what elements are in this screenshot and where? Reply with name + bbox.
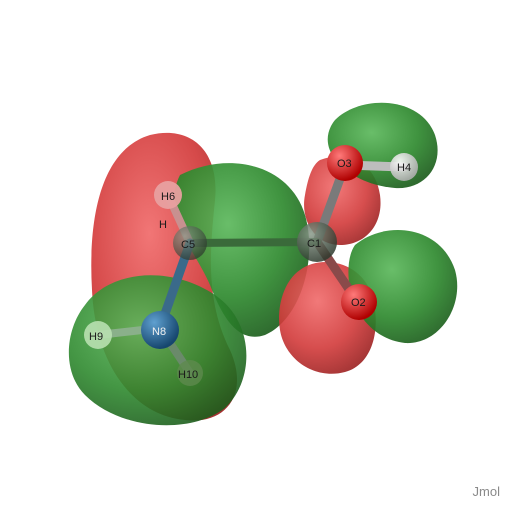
atom-h6[interactable]: [154, 181, 182, 209]
atom-c1[interactable]: [297, 222, 337, 262]
atom-label-c1: C1: [307, 238, 321, 250]
atom-label-h9: H9: [89, 331, 103, 343]
atom-label-c5: C5: [181, 239, 195, 251]
atom-label-o3: O3: [337, 158, 352, 170]
atom-o2[interactable]: [341, 284, 377, 320]
atom-o3[interactable]: [327, 145, 363, 181]
atom-label-o2: O2: [351, 297, 366, 309]
orbital-lobe-positive-middle: [173, 163, 310, 337]
atom-h10[interactable]: [177, 360, 203, 386]
orbital-lobe-positive-bottom: [68, 275, 247, 426]
atom-n8[interactable]: [141, 311, 179, 349]
atom-label-h6: H6: [161, 191, 175, 203]
atom-label-h7: H: [159, 219, 167, 231]
atom-h9[interactable]: [84, 321, 112, 349]
atom-h4[interactable]: [390, 153, 418, 181]
jmol-watermark: Jmol: [472, 484, 500, 499]
atom-label-h4: H4: [397, 162, 411, 174]
atom-label-h10: H10: [178, 369, 198, 381]
atom-c5[interactable]: [173, 226, 207, 260]
atom-label-n8: N8: [152, 326, 166, 338]
orbital-lobe-positive-right: [348, 230, 458, 344]
